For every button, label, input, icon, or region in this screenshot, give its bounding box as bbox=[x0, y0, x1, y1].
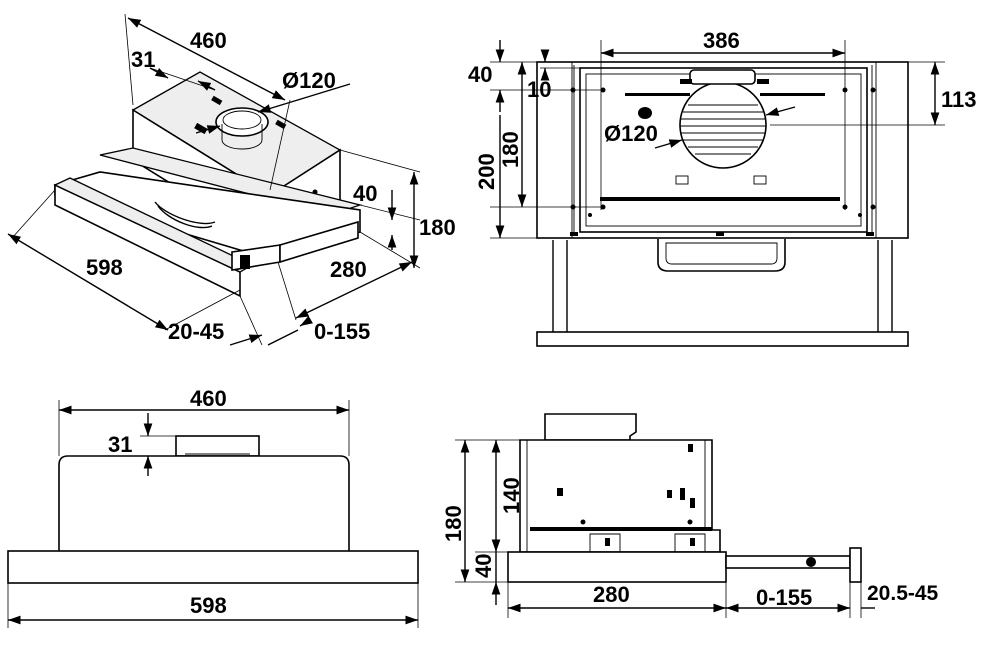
top-view-fan bbox=[679, 81, 767, 169]
top-view-handle bbox=[657, 239, 786, 272]
label-31-iso: 31 bbox=[131, 47, 155, 72]
dim-280-iso bbox=[295, 261, 413, 319]
label-460-front: 460 bbox=[190, 386, 227, 411]
side-rail bbox=[725, 555, 851, 569]
iso-collar bbox=[215, 107, 269, 137]
isometric-view: 460 31 Ø120 598 40 180 280 20-45 bbox=[7, 13, 456, 346]
label-598-iso: 598 bbox=[86, 255, 123, 280]
label-20-45-iso: 20-45 bbox=[168, 319, 224, 344]
label-40-iso: 40 bbox=[353, 181, 377, 206]
side-view: 180 140 40 280 0-155 20.5-45 bbox=[441, 413, 939, 618]
label-180-top: 180 bbox=[498, 131, 523, 168]
label-0-155-iso: 0-155 bbox=[314, 319, 370, 344]
label-460-iso: 460 bbox=[190, 28, 227, 53]
side-collar bbox=[544, 413, 637, 441]
front-base bbox=[7, 550, 419, 584]
label-180-iso: 180 bbox=[419, 215, 456, 240]
top-view: 386 40 10 180 200 Ø120 113 bbox=[468, 28, 977, 347]
label-20-5-45-side: 20.5-45 bbox=[867, 582, 939, 605]
label-40-top: 40 bbox=[468, 62, 492, 87]
label-0-155-side: 0-155 bbox=[756, 585, 812, 610]
label-10-top: 10 bbox=[527, 77, 551, 102]
side-front-panel bbox=[849, 547, 862, 583]
label-31-front: 31 bbox=[108, 432, 132, 457]
label-598-front: 598 bbox=[190, 593, 227, 618]
label-d120-top: Ø120 bbox=[604, 121, 658, 146]
side-base bbox=[507, 551, 727, 583]
label-386: 386 bbox=[703, 28, 740, 53]
top-view-front-panel bbox=[536, 331, 909, 347]
label-280-side: 280 bbox=[593, 582, 630, 607]
label-40-side: 40 bbox=[471, 554, 496, 578]
label-200-top: 200 bbox=[474, 153, 499, 190]
front-collar bbox=[175, 435, 260, 457]
label-113: 113 bbox=[941, 87, 977, 112]
front-view: 460 31 598 bbox=[7, 386, 419, 628]
label-280-iso: 280 bbox=[330, 257, 367, 282]
label-d120-iso: Ø120 bbox=[282, 68, 336, 93]
label-140-side: 140 bbox=[499, 477, 524, 514]
front-hood-body bbox=[58, 455, 350, 551]
label-180-side: 180 bbox=[441, 505, 466, 542]
dim-598-iso bbox=[7, 233, 169, 331]
dim-460-iso bbox=[127, 17, 286, 101]
